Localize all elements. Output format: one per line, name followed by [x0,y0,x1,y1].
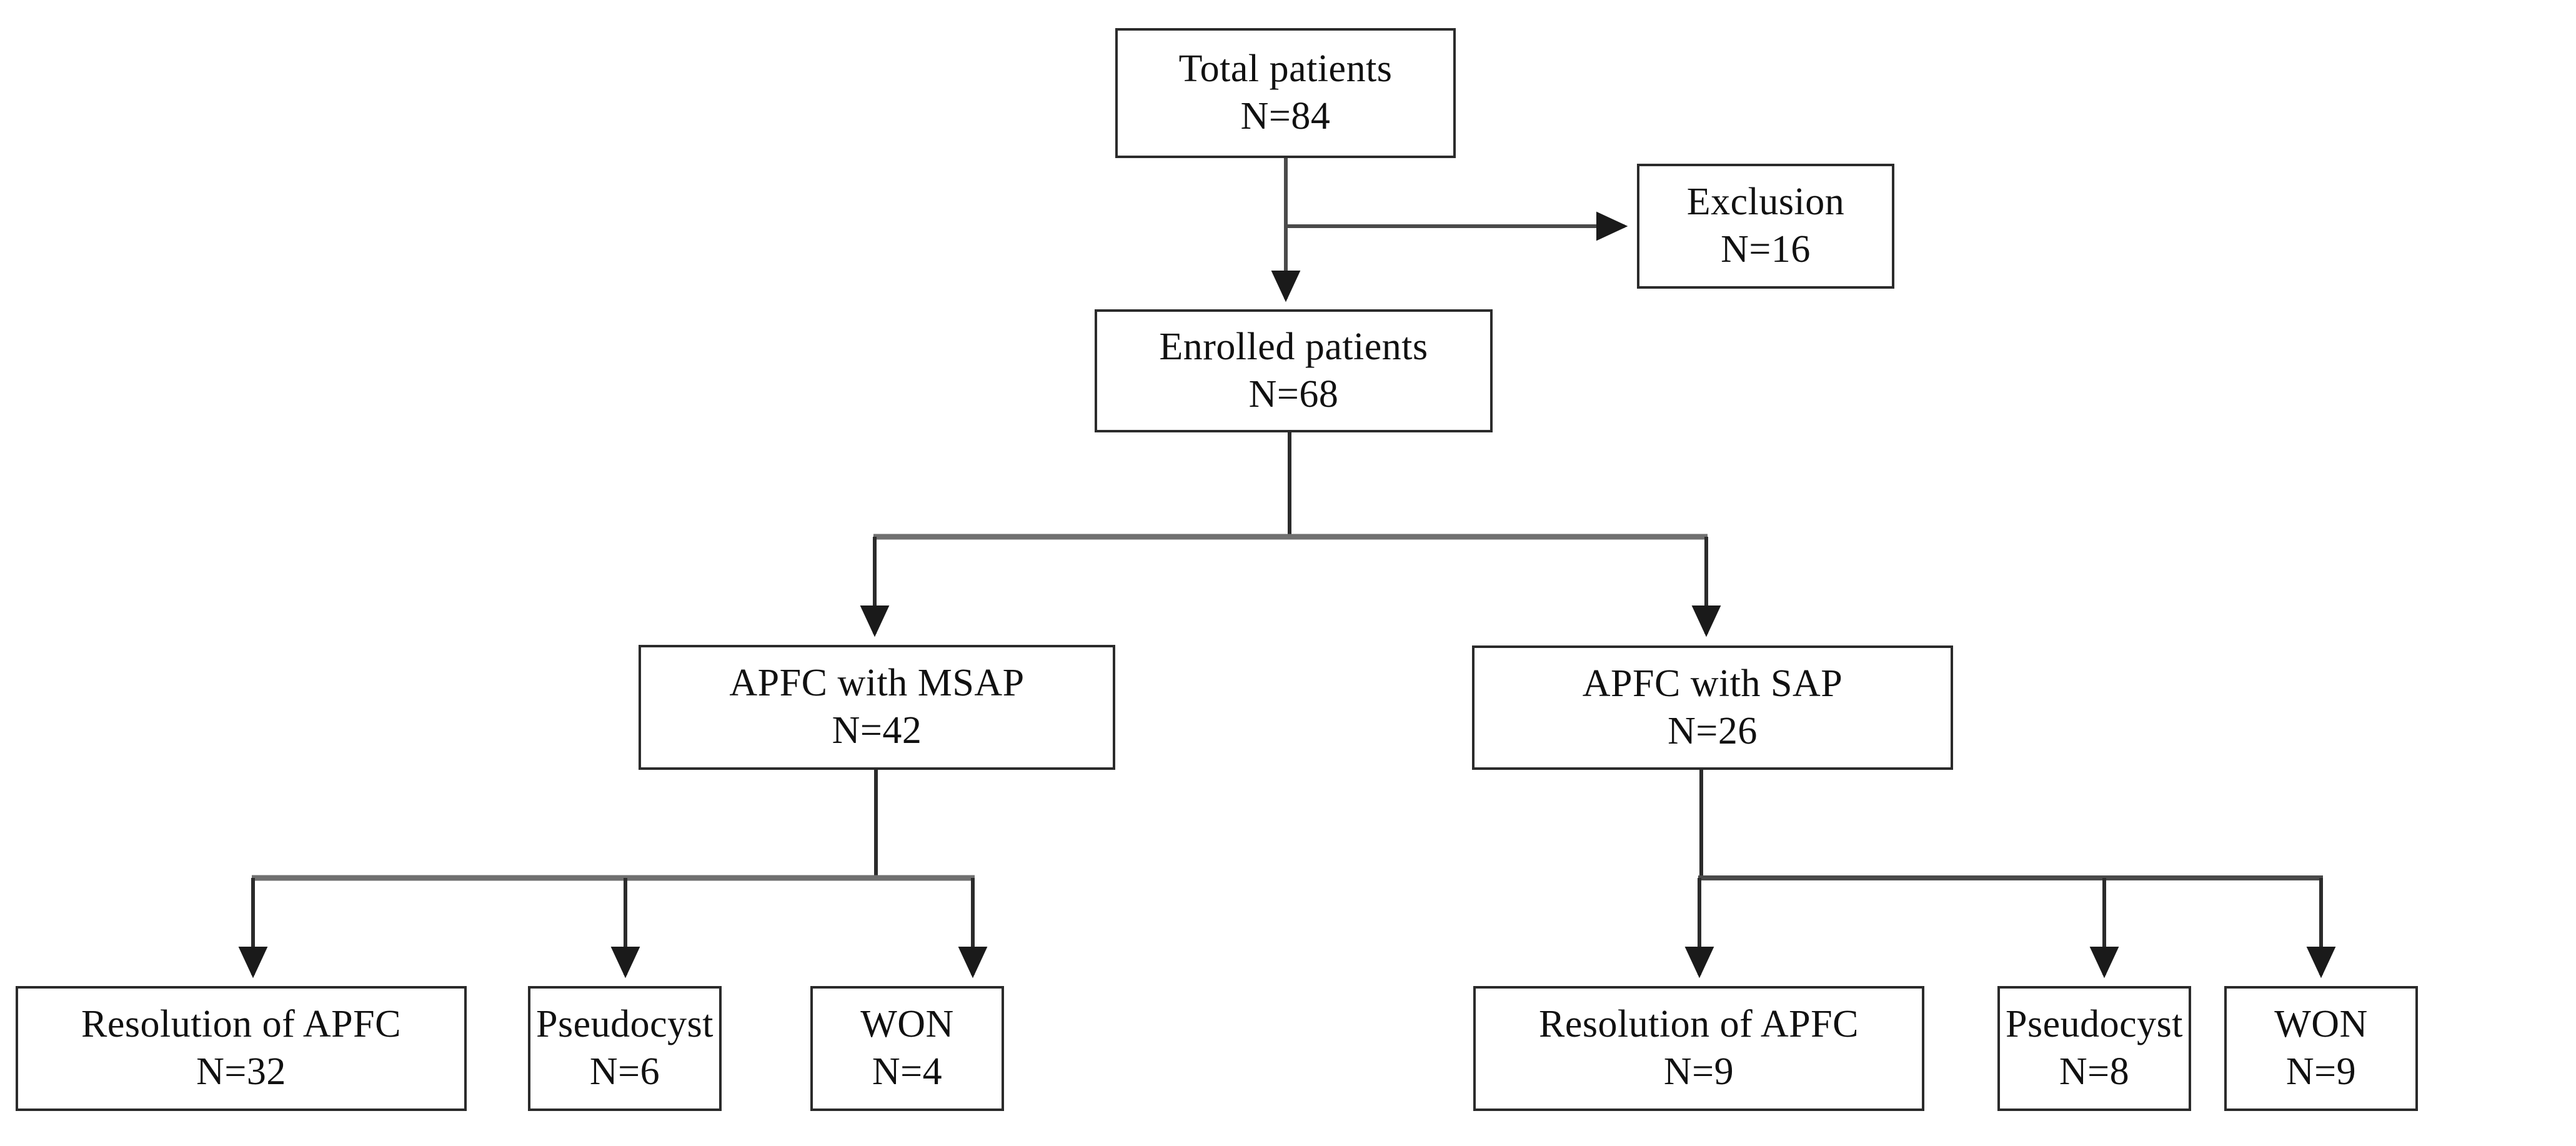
node-enrolled-patients-label: Enrolled patients [1159,325,1428,368]
node-sap-resolution-of-apfc[interactable]: Resolution of APFC N=9 [1473,986,1924,1111]
node-apfc-with-sap[interactable]: APFC with SAP N=26 [1472,645,1953,770]
node-enrolled-patients-count: N=68 [1248,372,1339,416]
edge-enrolled-to-middle [860,432,1721,637]
node-total-patients-count: N=84 [1240,95,1331,137]
edge-msap-to-outcomes [238,770,988,979]
edge-total-to-branch [1271,158,1628,302]
node-msap-resolution-of-apfc[interactable]: Resolution of APFC N=32 [16,986,467,1111]
node-sap-won-count: N=9 [2285,1050,2357,1093]
node-sap-pseudocyst[interactable]: Pseudocyst N=8 [1997,986,2191,1111]
node-apfc-with-msap-label: APFC with MSAP [729,662,1025,705]
node-msap-won[interactable]: WON N=4 [810,986,1004,1111]
node-apfc-with-sap-count: N=26 [1668,709,1758,752]
node-apfc-with-msap-count: N=42 [832,709,922,752]
node-sap-won-label: WON [2274,1003,2368,1046]
node-msap-pseudocyst-label: Pseudocyst [536,1003,714,1046]
node-total-patients[interactable]: Total patients N=84 [1115,28,1456,158]
node-exclusion-label: Exclusion [1686,181,1845,224]
node-msap-pseudocyst[interactable]: Pseudocyst N=6 [528,986,722,1111]
node-total-patients-label: Total patients [1178,47,1393,91]
node-apfc-with-msap[interactable]: APFC with MSAP N=42 [639,645,1115,770]
node-sap-resolution-of-apfc-count: N=9 [1663,1050,1734,1093]
node-msap-won-count: N=4 [872,1050,943,1093]
node-msap-resolution-of-apfc-count: N=32 [196,1050,286,1093]
node-enrolled-patients[interactable]: Enrolled patients N=68 [1095,309,1493,432]
edge-sap-to-outcomes [1684,770,2336,979]
node-sap-pseudocyst-count: N=8 [2059,1050,2130,1093]
node-apfc-with-sap-label: APFC with SAP [1582,662,1843,705]
node-exclusion-count: N=16 [1721,228,1811,271]
node-msap-won-label: WON [860,1003,954,1046]
node-exclusion[interactable]: Exclusion N=16 [1637,164,1894,289]
node-msap-pseudocyst-count: N=6 [589,1050,660,1093]
node-msap-resolution-of-apfc-label: Resolution of APFC [81,1003,401,1046]
node-sap-resolution-of-apfc-label: Resolution of APFC [1539,1003,1859,1046]
node-sap-won[interactable]: WON N=9 [2224,986,2418,1111]
node-sap-pseudocyst-label: Pseudocyst [2006,1003,2183,1046]
